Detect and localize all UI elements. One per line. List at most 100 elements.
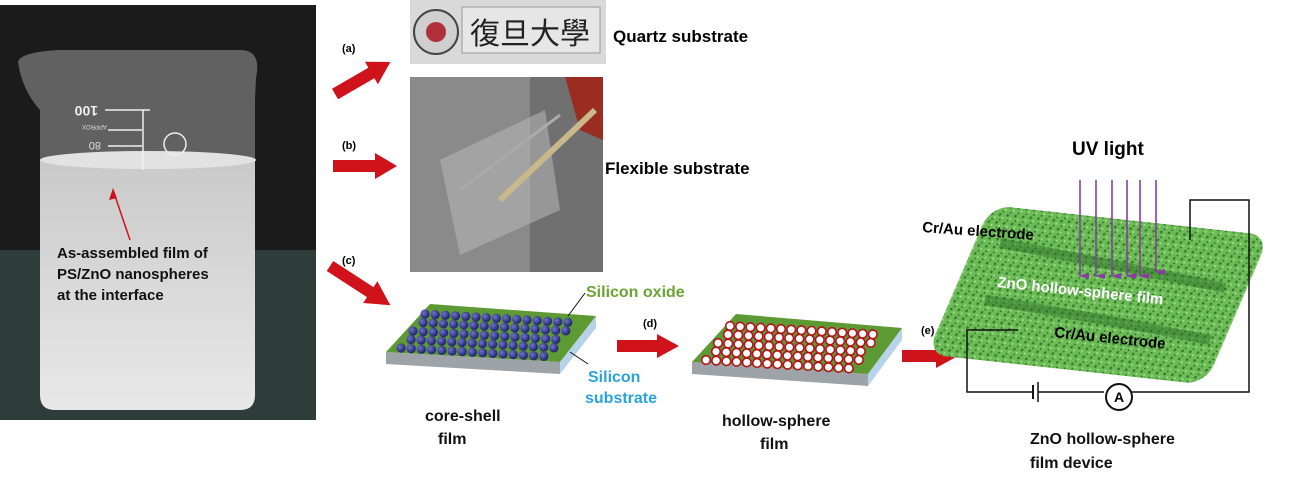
hollow-sphere xyxy=(724,320,736,332)
hollow-sphere xyxy=(721,356,732,367)
hollow-sphere xyxy=(753,331,764,342)
hollow-sphere xyxy=(802,351,813,363)
core-shell-sphere xyxy=(488,348,498,358)
beaker-mark-80: 80 xyxy=(89,139,101,151)
step-label-b: (b) xyxy=(342,140,356,152)
hollow-sphere xyxy=(741,357,752,368)
hollow-sphere xyxy=(826,326,838,338)
hollow-sphere xyxy=(774,341,785,352)
core-shell-sphere xyxy=(520,333,530,343)
tweezers xyxy=(497,107,598,203)
hollow-sphere xyxy=(731,347,742,358)
core-shell-sphere xyxy=(539,351,549,361)
core-shell-sphere xyxy=(406,334,416,345)
core-shell-sphere xyxy=(491,313,501,323)
core-shell-sphere xyxy=(406,344,416,354)
core-shell-sphere xyxy=(408,326,418,336)
hollow-sphere xyxy=(802,360,814,372)
hollow-sphere xyxy=(775,323,787,335)
quartz-substrate-photo: 復旦大學 xyxy=(410,0,606,64)
core-shell-sphere xyxy=(481,313,491,323)
core-shell-spheres xyxy=(396,309,573,361)
quartz-substrate-label: Quartz substrate xyxy=(613,27,748,46)
core-shell-sphere xyxy=(427,345,437,355)
hollow-sphere xyxy=(751,348,762,360)
substrate-leader-line xyxy=(569,351,589,365)
core-shell-sphere xyxy=(469,330,479,340)
hollow-sphere xyxy=(763,331,774,343)
ammeter-icon xyxy=(1105,383,1133,411)
uv-light-rays xyxy=(1079,180,1165,279)
beaker-liquid xyxy=(40,154,255,410)
hollow-sphere xyxy=(741,348,752,359)
hollow-sphere xyxy=(772,350,783,361)
core-shell-sphere xyxy=(563,317,573,327)
flexible-substrate-label: Flexible substrate xyxy=(605,159,750,178)
core-shell-caption: core-shell film xyxy=(425,408,505,448)
hollow-sphere xyxy=(722,329,734,340)
core-shell-sphere xyxy=(539,342,549,352)
core-shell-sphere xyxy=(459,320,469,330)
hollow-sphere-caption: hollow-sphere film xyxy=(722,413,835,453)
core-shell-sphere xyxy=(500,331,510,341)
hollow-sphere xyxy=(853,354,864,366)
core-shell-sphere xyxy=(449,328,459,338)
core-shell-sphere xyxy=(457,347,467,357)
hollow-sphere xyxy=(765,323,776,334)
core-shell-sphere xyxy=(428,327,438,337)
hollow-sphere xyxy=(784,342,795,353)
core-shell-sphere xyxy=(530,324,540,334)
hollow-sphere xyxy=(816,326,827,337)
core-shell-sphere xyxy=(418,327,428,337)
core-shell-sphere xyxy=(510,323,520,333)
circuit-wire-left xyxy=(966,329,1033,393)
flexible-substrate-photo xyxy=(410,77,603,272)
hollow-sphere xyxy=(837,327,848,338)
hollow-sphere xyxy=(711,355,722,366)
arrow-d-icon xyxy=(617,334,679,358)
core-shell-sphere xyxy=(529,351,539,361)
core-shell-sphere xyxy=(418,317,428,328)
flexible-film xyxy=(440,110,560,255)
core-shell-sphere xyxy=(532,316,542,326)
hollow-sphere xyxy=(855,346,866,357)
core-shell-sphere xyxy=(561,326,571,336)
core-shell-sphere xyxy=(439,328,449,338)
core-shell-sphere xyxy=(518,350,529,360)
hollow-sphere xyxy=(835,345,846,356)
core-shell-sphere xyxy=(489,322,499,332)
core-shell-sphere xyxy=(508,350,518,360)
hollow-sphere xyxy=(772,359,783,370)
silicon-oxide-label: Silicon oxide xyxy=(586,284,685,301)
hollow-sphere xyxy=(814,343,826,355)
core-shell-sphere xyxy=(522,315,532,325)
hollow-sphere xyxy=(763,340,775,352)
core-shell-sphere xyxy=(437,345,447,355)
hollow-sphere xyxy=(845,336,856,347)
pointer-arrow-icon xyxy=(112,189,131,241)
hollow-sphere xyxy=(794,342,805,353)
oxide-leader-line xyxy=(567,292,586,317)
core-shell-sphere xyxy=(457,337,467,348)
hollow-sphere xyxy=(843,363,854,374)
circuit-wire-right xyxy=(1120,199,1250,393)
arrow-b-icon xyxy=(333,153,397,179)
hollow-sphere xyxy=(735,321,746,332)
core-shell-sphere xyxy=(461,311,471,321)
core-shell-sphere xyxy=(540,325,551,335)
beaker-caption: As-assembled film of PS/ZnO nanospheres … xyxy=(57,245,213,304)
core-shell-sphere xyxy=(420,309,430,319)
uv-light-label: UV light xyxy=(1072,139,1144,160)
hollow-sphere xyxy=(804,343,815,354)
device-caption: ZnO hollow-sphere film device xyxy=(1030,431,1179,472)
core-shell-sphere xyxy=(498,340,508,350)
core-shell-sphere xyxy=(528,342,539,352)
hollow-sphere xyxy=(753,340,764,351)
core-shell-sphere xyxy=(416,335,426,345)
hollow-sphere xyxy=(782,350,793,361)
step-label-c: (c) xyxy=(342,255,356,267)
hollow-sphere xyxy=(700,354,712,366)
hollow-sphere xyxy=(751,357,763,369)
core-shell-sphere xyxy=(520,323,530,334)
core-shell-sphere xyxy=(469,320,479,331)
